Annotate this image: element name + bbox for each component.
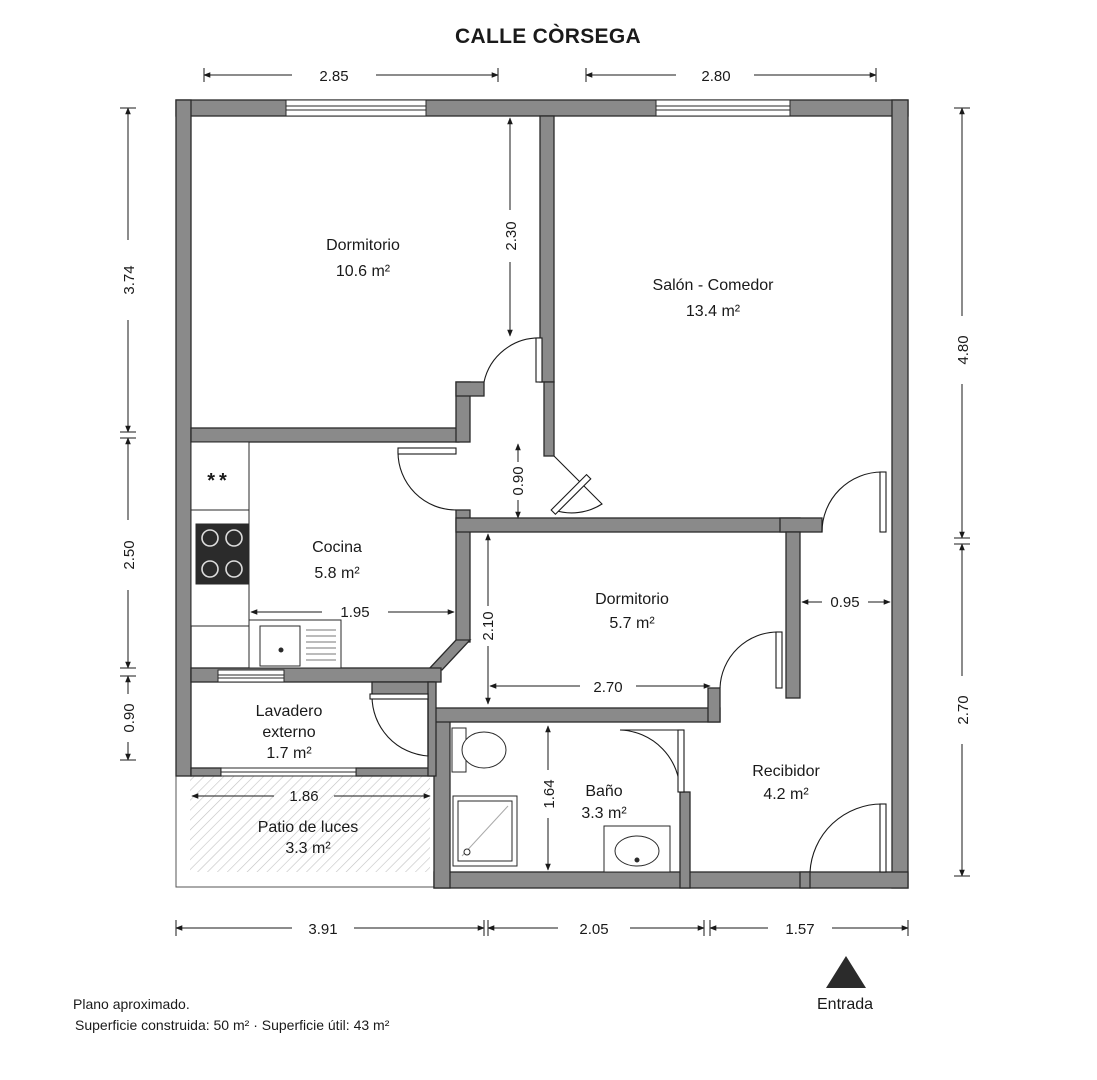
wall-dorm2-bottom: [433, 707, 721, 723]
room-bano-name: Baño: [585, 783, 622, 800]
dim-bottom-right: 1.57: [785, 921, 814, 938]
door-corridor: [821, 471, 883, 533]
dim-dorm2-width: 2.70: [593, 679, 622, 696]
door-cocina: [397, 451, 457, 511]
wall-lavadero-right: [427, 681, 437, 777]
window-lavadero: [217, 669, 285, 683]
dim-bottom-mid: 2.05: [579, 921, 608, 938]
dim-left-top: 3.74: [121, 265, 138, 294]
hood: [190, 441, 250, 511]
room-cocina-name: Cocina: [312, 539, 362, 556]
wall-center-low: [543, 381, 555, 457]
door-entrance: [809, 803, 883, 873]
dimension-lines: [120, 68, 970, 936]
door-lavadero: [371, 695, 429, 757]
entrance-label: Entrada: [817, 996, 874, 1013]
wall-lavadero-bottom: [190, 767, 222, 777]
toilet-bowl: [461, 731, 507, 769]
wall-bano-right: [679, 791, 691, 889]
street-title: CALLE CÒRSEGA: [455, 24, 641, 48]
room-patio-area: 3.3 m²: [285, 840, 331, 857]
sink-basin: [259, 625, 301, 667]
patio-hatch: [190, 776, 430, 872]
room-dorm1-name: Dormitorio: [326, 237, 400, 254]
entrance-triangle-icon: [826, 956, 866, 988]
room-dorm2-area: 5.7 m²: [609, 615, 655, 632]
dim-top-right: 2.80: [701, 68, 730, 85]
window-salon: [655, 99, 791, 117]
room-recibidor-area: 4.2 m²: [763, 786, 809, 803]
dim-bano-height: 1.64: [541, 779, 558, 808]
bathroom-fixtures: [451, 727, 671, 873]
wall-jamb-cap: [455, 381, 485, 397]
wall-bottom: [433, 871, 909, 889]
wall-left: [175, 99, 192, 777]
dimension-labels: 2.85 2.80 3.74 2.50 0.90 4.80 2.70 3.91 …: [121, 68, 972, 938]
door-dorm1: [483, 337, 541, 383]
room-recibidor-name: Recibidor: [752, 763, 820, 780]
dim-hall-width: 0.90: [510, 466, 527, 495]
doors: [369, 337, 887, 873]
plan-notes: Plano aproximado. Superficie construida:…: [73, 994, 389, 1036]
room-salon-area: 13.4 m²: [686, 303, 741, 320]
room-dorm2-name: Dormitorio: [595, 591, 669, 608]
dim-bottom-left: 3.91: [308, 921, 337, 938]
dim-corridor-width: 0.95: [830, 594, 859, 611]
windows: [217, 99, 791, 777]
wall-dorm2-top: [455, 517, 801, 533]
room-lavadero-area: 1.7 m²: [266, 745, 312, 762]
door-bano: [619, 729, 681, 793]
dim-patio-width: 1.86: [289, 788, 318, 805]
room-lavadero-name2: externo: [262, 724, 315, 741]
hood-label: **: [207, 470, 231, 492]
dim-cocina-width: 1.95: [340, 604, 369, 621]
door-dorm2: [719, 631, 779, 689]
room-labels: Dormitorio 10.6 m² Salón - Comedor 13.4 …: [256, 237, 821, 857]
dim-dorm2-height: 2.10: [480, 611, 497, 640]
wall-dorm2-right: [785, 531, 801, 699]
room-bano-area: 3.3 m²: [581, 805, 627, 822]
dim-right-top: 4.80: [955, 335, 972, 364]
door-salon: [553, 455, 603, 514]
note-surfaces: Superficie construida: 50 m² · Superfici…: [75, 1017, 390, 1033]
room-cocina-area: 5.8 m²: [314, 565, 360, 582]
dim-top-left: 2.85: [319, 68, 348, 85]
note-approx: Plano aproximado.: [73, 996, 190, 1012]
wall-dorm2-bottom-jamb: [707, 687, 721, 723]
wall-right: [891, 99, 909, 889]
wall-entrance-stub: [799, 871, 811, 889]
wall-dorm1-bottom: [190, 427, 460, 443]
dim-left-mid: 2.50: [121, 540, 138, 569]
wall-cocina-diag: [426, 639, 472, 671]
wall-dorm2-top-cap: [779, 517, 823, 533]
room-lavadero-name1: Lavadero: [256, 703, 323, 720]
dim-right-bottom: 2.70: [955, 695, 972, 724]
wall-lavadero-bottom2: [355, 767, 435, 777]
dim-left-bottom: 0.90: [121, 703, 138, 732]
room-dorm1-area: 10.6 m²: [336, 263, 391, 280]
room-patio-name: Patio de luces: [258, 819, 359, 836]
dim-dorm1-height: 2.30: [503, 221, 520, 250]
room-salon-name: Salón - Comedor: [653, 277, 775, 294]
window-dorm1: [285, 99, 427, 117]
kitchen-fixtures: [190, 441, 342, 669]
